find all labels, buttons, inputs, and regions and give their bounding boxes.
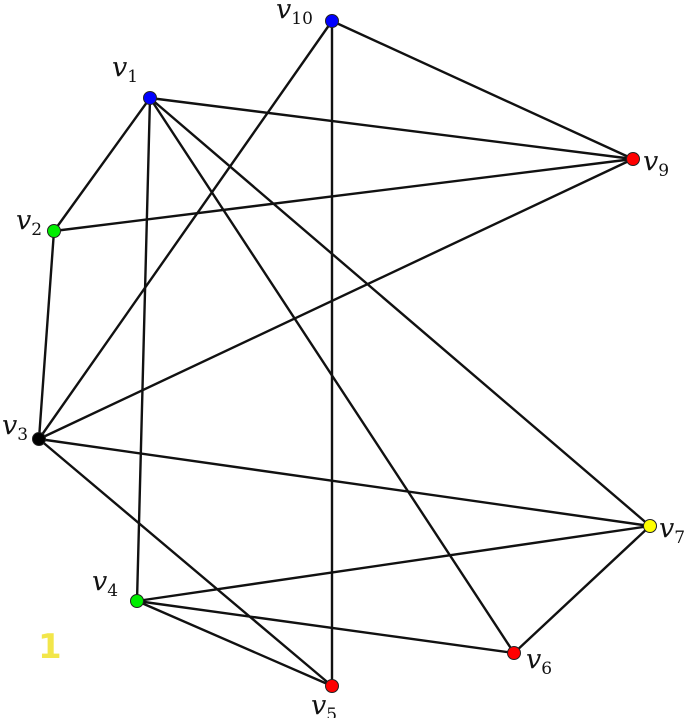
edges-layer — [37, 19, 652, 688]
vertex-v6 — [507, 646, 521, 660]
edge-v4-v5 — [135, 599, 334, 688]
vertex-label-base: v — [526, 644, 541, 675]
edge-v3-v7 — [37, 437, 652, 528]
vertex-v7 — [643, 519, 657, 533]
vertex-v4 — [130, 594, 144, 608]
edge-v9-v10 — [330, 19, 635, 161]
edge-v3-v5 — [37, 437, 334, 688]
vertex-label-base: v — [16, 205, 31, 236]
edge-v2-v9 — [52, 157, 635, 233]
vertex-label-base: v — [2, 410, 17, 441]
vertex-label-base: v — [112, 52, 127, 83]
vertex-v3 — [32, 432, 46, 446]
vertex-label-subscript: 9 — [658, 161, 669, 181]
edge-v1-v4 — [135, 96, 152, 603]
vertex-label-base: v — [643, 146, 658, 177]
vertex-label-v1: v1 — [112, 52, 138, 87]
edge-v3-v9 — [37, 157, 635, 441]
edge-v3-v10 — [37, 19, 334, 441]
edge-v1-v9 — [148, 96, 635, 161]
vertex-label-subscript: 10 — [291, 9, 313, 29]
edge-v6-v7 — [512, 524, 652, 655]
vertex-label-base: v — [659, 513, 674, 544]
vertex-label-subscript: 1 — [127, 67, 138, 87]
vertex-label-base: v — [92, 566, 107, 597]
vertex-v2 — [47, 224, 61, 238]
vertex-label-v2: v2 — [16, 205, 42, 240]
vertex-label-v3: v3 — [2, 410, 28, 445]
edge-v2-v3 — [37, 229, 56, 441]
vertex-label-v5: v5 — [311, 690, 337, 718]
vertex-label-v7: v7 — [659, 513, 685, 548]
vertices-layer — [32, 14, 657, 693]
vertex-label-v10: v10 — [276, 0, 313, 29]
vertex-label-subscript: 7 — [674, 528, 685, 548]
vertex-v10 — [325, 14, 339, 28]
vertex-label-v9: v9 — [643, 146, 669, 181]
vertex-label-base: v — [311, 690, 326, 718]
vertex-label-v6: v6 — [526, 644, 552, 679]
vertex-label-subscript: 2 — [31, 220, 42, 240]
vertex-v1 — [143, 91, 157, 105]
edge-v1-v7 — [148, 96, 652, 528]
edge-v1-v2 — [52, 96, 152, 233]
vertex-label-v4: v4 — [92, 566, 118, 601]
vertex-v9 — [626, 152, 640, 166]
vertex-label-subscript: 6 — [541, 659, 552, 679]
edge-v4-v6 — [135, 599, 516, 655]
vertex-label-base: v — [276, 0, 291, 25]
edge-v4-v7 — [135, 524, 652, 603]
vertex-label-subscript: 4 — [107, 581, 118, 601]
vertex-label-subscript: 3 — [17, 425, 28, 445]
vertex-v5 — [325, 679, 339, 693]
vertex-label-subscript: 5 — [326, 705, 337, 718]
corner-number: 1 — [38, 627, 62, 667]
